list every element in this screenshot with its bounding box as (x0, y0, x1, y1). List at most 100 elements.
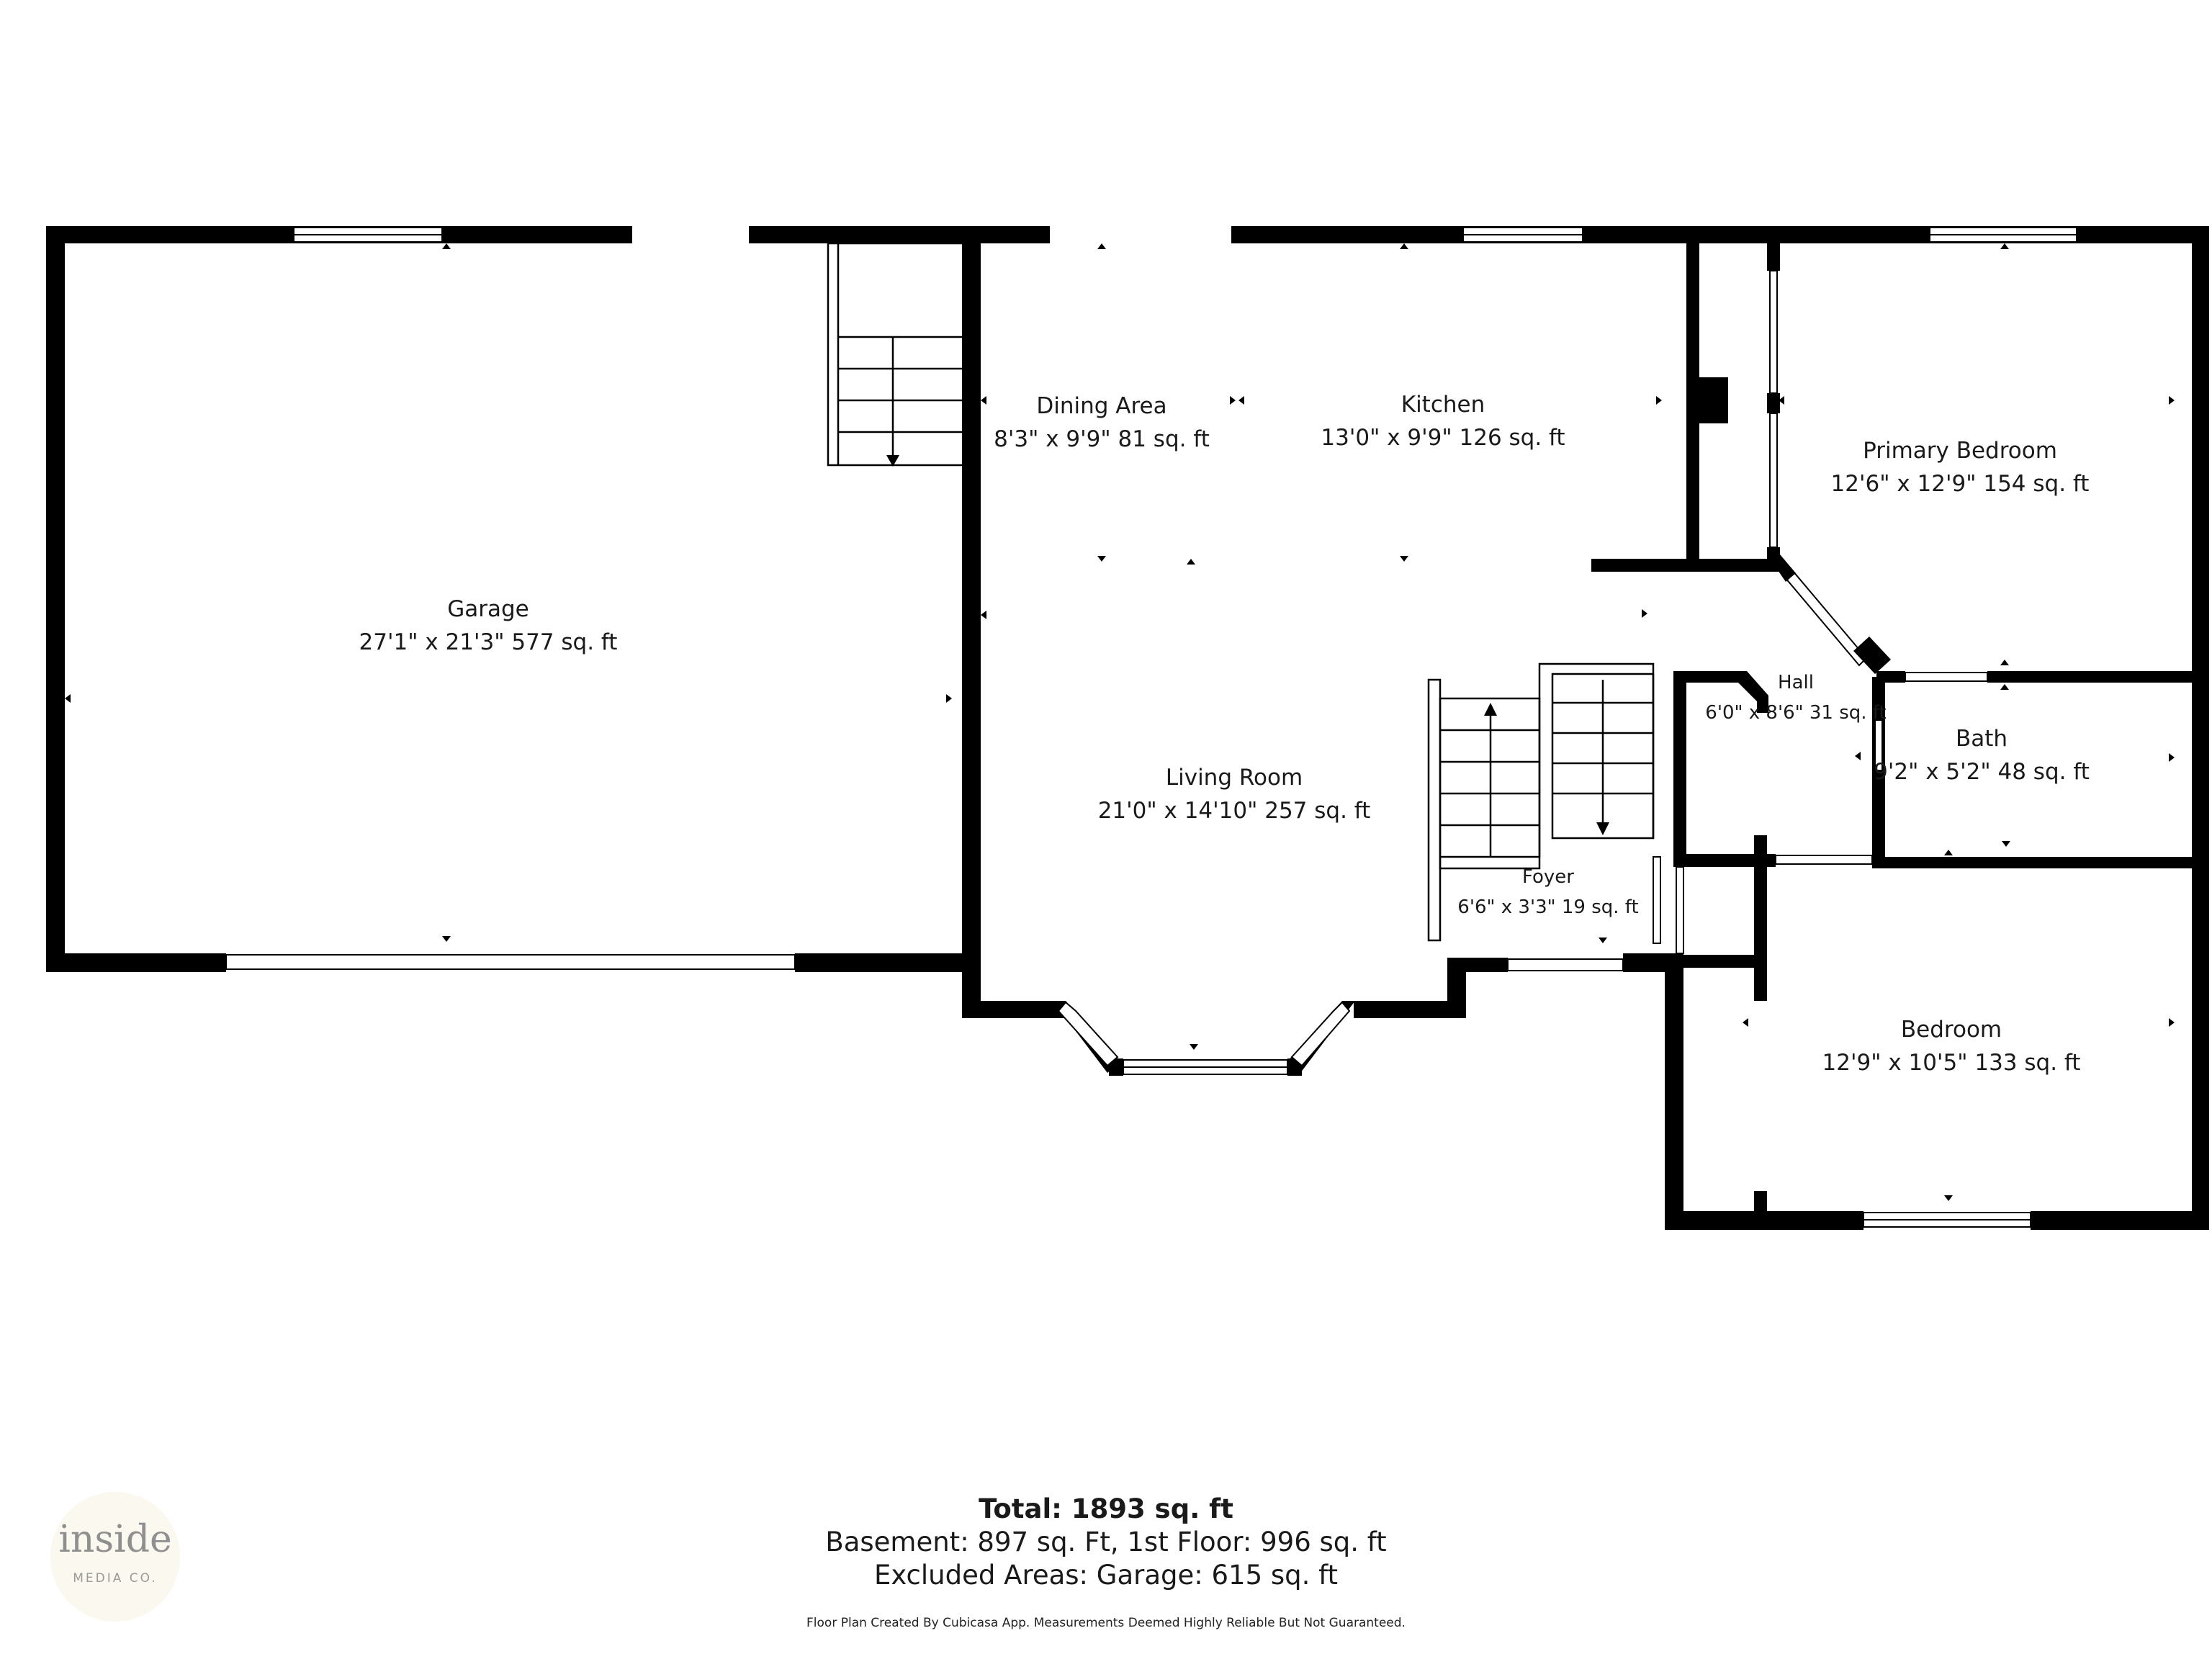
entry-door (1507, 958, 1624, 971)
dimension-tick (2169, 753, 2175, 762)
wall (1767, 393, 1780, 413)
dimension-tick (946, 694, 952, 703)
room-labels: Garage 27'1" x 21'3" 577 sq. ft Dining A… (359, 392, 2090, 1076)
wall (749, 226, 1050, 243)
stair-outline (1538, 662, 1655, 857)
dimension-tick (1599, 938, 1607, 943)
wall (1987, 671, 2209, 683)
dimension-tick (2002, 841, 2010, 847)
room-name: Hall (1778, 672, 1814, 693)
room-name: Living Room (1166, 765, 1303, 791)
dimension-tick (2169, 1018, 2175, 1027)
stair-arrow-head (886, 455, 899, 467)
wall (1686, 243, 1699, 567)
partition (1769, 413, 1778, 548)
room-bath: Bath 9'2" x 5'2" 48 sq. ft (1874, 726, 2090, 785)
stair-outline (1427, 678, 1442, 942)
room-bedroom: Bedroom 12'9" x 10'5" 133 sq. ft (1822, 1017, 2081, 1076)
wall (1354, 1001, 1466, 1018)
room-dimensions: 9'2" x 5'2" 48 sq. ft (1874, 759, 2090, 785)
wall (795, 953, 981, 972)
room-name: Garage (447, 596, 529, 622)
dimension-tick (1187, 559, 1195, 565)
dimension-tick (1944, 1195, 1953, 1201)
wall (1665, 953, 1683, 1230)
wall (1853, 637, 1891, 674)
room-garage: Garage 27'1" x 21'3" 577 sq. ft (359, 596, 618, 655)
wall (962, 226, 981, 1018)
room-dimensions: 6'6" x 3'3" 19 sq. ft (1457, 896, 1638, 918)
room-dimensions: 12'9" x 10'5" 133 sq. ft (1822, 1050, 2081, 1076)
partition (1905, 672, 1988, 682)
dimension-tick (1400, 556, 1408, 562)
window (1290, 1001, 1351, 1067)
wall (1591, 559, 1780, 572)
room-kitchen: Kitchen 13'0" x 9'9" 126 sq. ft (1321, 392, 1565, 451)
wall (962, 1001, 1066, 1018)
room-dimensions: 13'0" x 9'9" 126 sq. ft (1321, 425, 1565, 451)
stair-outline (1551, 673, 1655, 840)
wall (2192, 226, 2209, 1228)
dimension-tick (442, 936, 451, 942)
dimension-tick (1779, 396, 1784, 405)
room-name: Dining Area (1036, 393, 1166, 419)
stair-arrow-head (1484, 703, 1497, 716)
wall (1673, 955, 1763, 968)
dimension-tick (1238, 396, 1244, 405)
garage-door (225, 954, 796, 970)
wall (46, 953, 226, 972)
room-primary-bedroom: Primary Bedroom 12'6" x 12'9" 154 sq. ft (1831, 438, 2090, 497)
dimension-tick (1642, 609, 1647, 618)
stair-arrow-head (1596, 822, 1609, 835)
partition (1874, 719, 1883, 771)
dimension-tick (2000, 243, 2009, 249)
wall (1673, 854, 1776, 867)
dimension-tick (981, 396, 986, 405)
room-living-room: Living Room 21'0" x 14'10" 257 sq. ft (1098, 765, 1371, 824)
wall (1673, 671, 1738, 683)
company-logo: inside MEDIA CO. (50, 1492, 180, 1622)
wall (1754, 835, 1767, 1001)
wall (1728, 671, 1768, 713)
dimension-markers (65, 243, 2175, 1201)
window (1057, 1001, 1119, 1067)
floor-breakdown: Basement: 897 sq. Ft, 1st Floor: 996 sq.… (825, 1527, 1387, 1557)
wall (1673, 671, 1686, 864)
dimension-tick (442, 243, 451, 249)
room-hall: Hall 6'0" x 8'6" 31 sq. ft (1705, 672, 1886, 724)
room-name: Primary Bedroom (1863, 438, 2057, 464)
wall (1665, 1211, 1863, 1230)
room-dimensions: 27'1" x 21'3" 577 sq. ft (359, 629, 618, 655)
dimension-tick (981, 611, 986, 619)
dimension-tick (1855, 752, 1861, 760)
stair-outline (827, 242, 965, 467)
partition (1676, 866, 1684, 954)
partition (1780, 565, 1868, 667)
wall (1109, 1058, 1123, 1076)
room-foyer: Foyer 6'6" x 3'3" 19 sq. ft (1457, 866, 1638, 918)
dimension-tick (1097, 243, 1106, 249)
room-dimensions: 21'0" x 14'10" 257 sq. ft (1098, 798, 1371, 824)
total-area: Total: 1893 sq. ft (979, 1493, 1233, 1524)
wall (1767, 243, 1780, 271)
room-dimensions: 8'3" x 9'9" 81 sq. ft (994, 426, 1210, 452)
wall (2031, 1211, 2209, 1230)
dimension-tick (1400, 243, 1408, 249)
dimension-tick (2000, 684, 2009, 690)
wall (1754, 1191, 1767, 1213)
dimension-tick (1097, 556, 1106, 562)
logo-subtitle: MEDIA CO. (73, 1571, 158, 1586)
room-name: Foyer (1522, 866, 1574, 888)
room-name: Bath (1956, 726, 2008, 752)
walls (46, 226, 2209, 1230)
disclaimer: Floor Plan Created By Cubicasa App. Meas… (806, 1616, 1406, 1630)
excluded-areas: Excluded Areas: Garage: 615 sq. ft (873, 1560, 1339, 1591)
wall (46, 226, 65, 972)
dimension-tick (65, 694, 71, 703)
dimension-tick (1656, 396, 1662, 405)
partition (1775, 855, 1873, 865)
partition (1769, 270, 1778, 394)
room-dimensions: 6'0" x 8'6" 31 sq. ft (1705, 702, 1886, 724)
room-name: Kitchen (1401, 392, 1485, 418)
